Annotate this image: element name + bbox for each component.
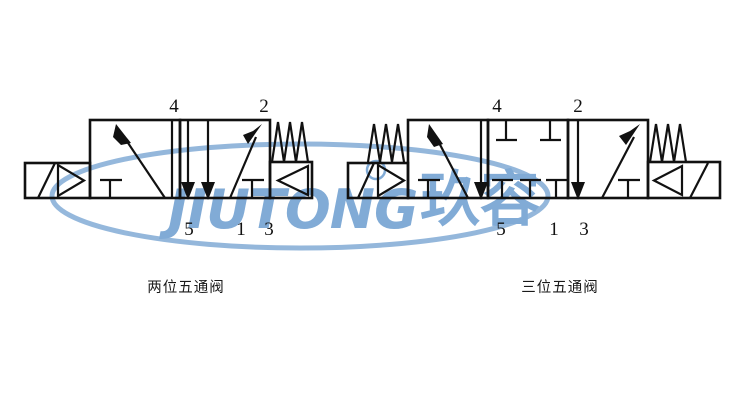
pilot-solenoid-box-right-3pos	[646, 160, 722, 200]
pilot-triangle-right-3pos	[651, 164, 684, 197]
port-label-3-3pos: 3	[579, 219, 589, 240]
caption-two-position: 两位五通阀	[147, 279, 225, 296]
supply-arrow-head-right-3pos	[619, 124, 640, 145]
port-label-2-3pos: 2	[573, 96, 583, 117]
right-solenoid-actuator-3pos	[646, 123, 722, 200]
position-box-right-3pos	[566, 118, 650, 200]
return-spring-left-3pos	[366, 123, 406, 163]
pilot-triangle	[56, 163, 87, 198]
port-label-1-3pos: 1	[549, 219, 559, 240]
port-labels-3pos: 4 2 5 1 3	[492, 96, 589, 240]
port-label-3: 3	[264, 219, 274, 240]
valve-two-position-five-way: 4 2 5 1 3 两位五通阀	[23, 96, 314, 296]
solenoid-diagonal	[37, 162, 56, 199]
watermark-group: JIUTONG 玖容	[49, 141, 551, 251]
solenoid-diagonal-right-3pos	[689, 162, 709, 199]
valve-three-position-five-way: 4 2 5 1 3 三位五通阀	[346, 96, 722, 296]
supply-line-right-3pos	[601, 136, 635, 199]
port-label-1: 1	[236, 219, 246, 240]
left-solenoid-actuator-3pos	[346, 123, 410, 200]
flow-arrow-line-a	[123, 136, 166, 199]
position-center-blocked-3pos	[492, 120, 567, 198]
port-label-4-3pos: 4	[492, 96, 502, 117]
port-label-4: 4	[169, 96, 179, 117]
flow-arrow-head-a	[113, 124, 131, 145]
caption-three-position: 三位五通阀	[521, 279, 599, 296]
flow-arrow-head-left-3pos	[427, 124, 443, 147]
valve-body-2pos	[88, 118, 272, 200]
valve-body-3pos	[406, 118, 650, 200]
exhaust-arrow-5	[181, 182, 195, 200]
port-labels-2pos: 4 2 5 1 3	[169, 96, 274, 240]
port-label-5: 5	[184, 219, 194, 240]
supply-arrow-head-b	[243, 124, 262, 144]
watermark-ellipse	[49, 141, 551, 251]
pilot-box-right	[268, 160, 314, 200]
position-right-flow-3pos	[571, 120, 640, 200]
pilot-triangle-right	[275, 164, 310, 197]
solenoid-diagonal-left-3pos	[356, 162, 376, 199]
supply-line-b	[228, 136, 258, 199]
position-b-flow-paths	[201, 120, 264, 200]
return-spring	[270, 121, 310, 163]
right-spring-actuator	[268, 121, 314, 200]
position-box-b	[178, 118, 272, 200]
exhaust-arrow-right-3pos	[571, 182, 585, 200]
exhaust-arrow-b	[201, 182, 215, 200]
position-left-flow-3pos	[418, 120, 488, 200]
exhaust-arrow-left-3pos	[474, 182, 488, 200]
pilot-triangle-left-3pos	[376, 163, 407, 198]
watermark-latin-text: JIUTONG	[159, 178, 417, 241]
left-solenoid-actuator	[23, 161, 92, 200]
port-label-5-3pos: 5	[496, 219, 506, 240]
flow-line-left-3pos	[435, 136, 469, 199]
position-a-flow-paths	[100, 120, 195, 200]
return-spring-right-3pos	[648, 123, 688, 163]
port-label-2: 2	[259, 96, 269, 117]
